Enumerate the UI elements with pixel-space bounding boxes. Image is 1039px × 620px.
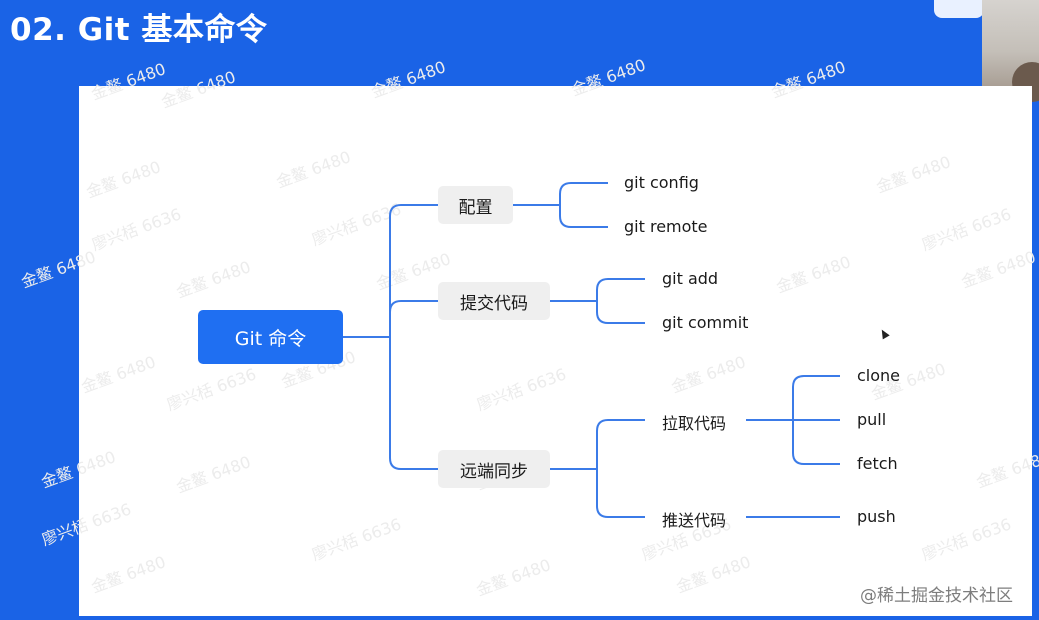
webcam-overlay [982, 0, 1039, 102]
sub-branch-pull[interactable]: 拉取代码 [662, 414, 727, 433]
sub-branch-push[interactable]: 推送代码 [662, 511, 727, 530]
leaf-clone[interactable]: clone [857, 366, 901, 385]
connector-sync [596, 469, 645, 518]
slide-title: 02. Git 基本命令 [10, 12, 268, 48]
branch-commit[interactable]: 提交代码 [438, 282, 550, 320]
leaf-pull[interactable]: pull [857, 410, 887, 429]
connector-commit [389, 300, 438, 337]
leaf-push[interactable]: push [857, 507, 896, 526]
footer-brand: @稀土掘金技术社区 [860, 586, 1013, 606]
mindmap-root[interactable]: Git 命令 [198, 310, 343, 364]
connector-trunk [389, 337, 438, 470]
connector-pull [792, 375, 840, 420]
connector-commit [596, 278, 645, 301]
top-tab[interactable] [934, 0, 984, 18]
branch-sync[interactable]: 远端同步 [438, 450, 550, 488]
leaf-git-remote[interactable]: git remote [624, 217, 708, 236]
branch-config[interactable]: 配置 [438, 186, 513, 224]
connector-trunk [389, 204, 438, 337]
leaf-fetch[interactable]: fetch [857, 454, 898, 473]
connector-commit [596, 301, 645, 324]
leaf-git-add[interactable]: git add [662, 269, 719, 288]
connector-config [559, 182, 608, 205]
leaf-git-commit[interactable]: git commit [662, 313, 749, 332]
connector-sync [596, 419, 645, 469]
connector-config [559, 205, 608, 228]
connector-pull [792, 420, 840, 465]
leaf-git-config[interactable]: git config [624, 173, 699, 192]
